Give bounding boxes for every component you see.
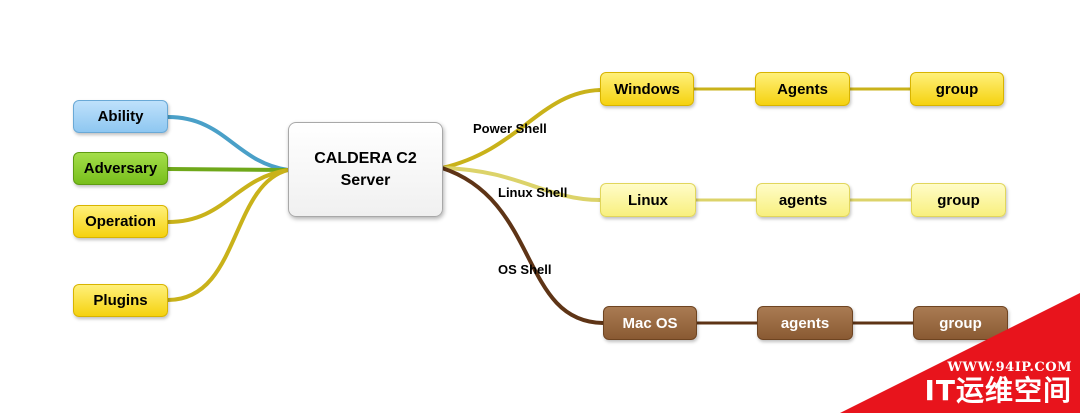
linux-agents-label: agents (778, 191, 828, 209)
caldera-server-subtitle: Server (340, 171, 391, 189)
macos-group-label: group (939, 314, 982, 332)
adversary-node[interactable]: Adversary (73, 152, 168, 185)
windows-node[interactable]: Windows (600, 72, 694, 106)
connector-adversary (167, 167, 289, 172)
connector-windows (441, 88, 601, 170)
windows-agents-node[interactable]: Agents (755, 72, 850, 106)
connector-ability (167, 115, 289, 172)
watermark-brand: IT运维空间 (924, 374, 1072, 407)
windows-group-node[interactable]: group (910, 72, 1004, 106)
edge-label-power-shell: Power Shell (473, 121, 547, 136)
linux-node[interactable]: Linux (600, 183, 696, 217)
macos-agents-node[interactable]: agents (757, 306, 853, 340)
caldera-server-title: CALDERA C2 (314, 149, 417, 167)
connector-macos (441, 166, 604, 325)
caldera-server-node[interactable]: CALDERA C2 Server (288, 122, 443, 217)
macos-label: Mac OS (622, 314, 678, 332)
linux-group-label: group (937, 191, 980, 209)
connector-plugins (167, 168, 289, 302)
connector-operation (167, 168, 289, 224)
macos-node[interactable]: Mac OS (603, 306, 697, 340)
connector-linux (441, 166, 601, 202)
ability-label: Ability (97, 108, 144, 125)
windows-agents-label: Agents (777, 80, 828, 98)
plugins-node[interactable]: Plugins (73, 284, 168, 317)
adversary-label: Adversary (83, 160, 158, 177)
macos-agents-label: agents (780, 314, 830, 332)
watermark-badge: WWW.94IP.COM IT运维空间 (840, 293, 1080, 413)
macos-group-node[interactable]: group (913, 306, 1008, 340)
windows-label: Windows (614, 80, 680, 98)
linux-agents-node[interactable]: agents (756, 183, 850, 217)
ability-node[interactable]: Ability (73, 100, 168, 133)
operation-label: Operation (85, 213, 156, 230)
watermark-triangle (840, 293, 1080, 413)
linux-label: Linux (628, 191, 668, 209)
operation-node[interactable]: Operation (73, 205, 168, 238)
watermark-url: WWW.94IP.COM (947, 360, 1072, 375)
edge-label-os-shell: OS Shell (498, 262, 552, 277)
edge-label-linux-shell: Linux Shell (498, 185, 568, 200)
linux-group-node[interactable]: group (911, 183, 1006, 217)
plugins-label: Plugins (93, 292, 148, 309)
windows-group-label: group (935, 80, 979, 98)
